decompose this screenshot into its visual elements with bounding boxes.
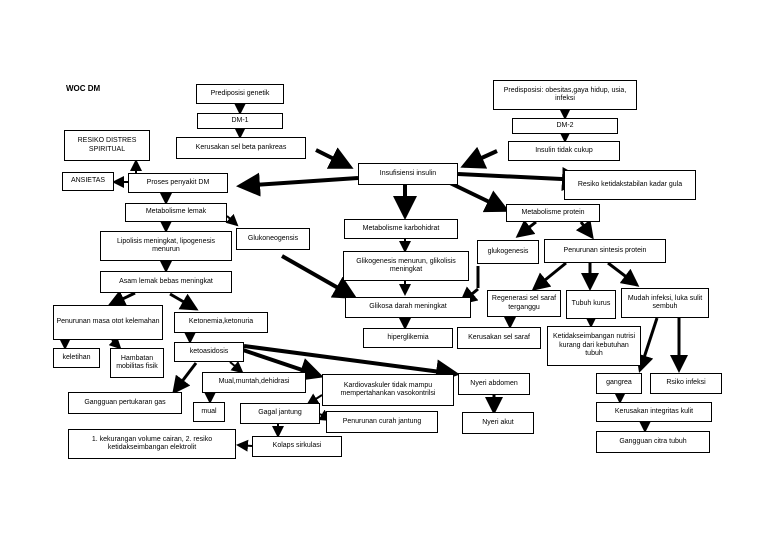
arrow bbox=[531, 261, 567, 291]
node-kerusakan-sel-beta: Kerusakan sel beta pankreas bbox=[176, 137, 306, 159]
node-risiko-infeksi: Rsiko infeksi bbox=[650, 373, 722, 394]
node-nyeri-akut: Nyeri akut bbox=[462, 412, 534, 434]
arrow bbox=[107, 290, 136, 307]
node-ansietas: ANSIETAS bbox=[62, 172, 114, 191]
arrow bbox=[229, 360, 244, 374]
node-glukoneogenesis: Glukoneogensis bbox=[236, 228, 310, 250]
node-asam-lemak: Asam lemak bebas meningkat bbox=[100, 271, 232, 293]
node-gangrea: gangrea bbox=[596, 373, 642, 394]
node-metabolisme-protein: Metabolisme protein bbox=[506, 204, 600, 222]
node-gagal-jantung: Gagal jantung bbox=[240, 403, 320, 424]
node-hiperglikemia: hiperglikemia bbox=[363, 328, 453, 348]
node-ketoasidosis: ketoasidosis bbox=[174, 342, 244, 362]
arrow bbox=[169, 292, 199, 311]
node-predisposisi-obesitas: Predisposisi: obesitas,gaya hidup, usia,… bbox=[493, 80, 637, 110]
node-dm2: DM-2 bbox=[512, 118, 618, 134]
node-kolaps-sirkulasi: Kolaps sirkulasi bbox=[252, 436, 342, 457]
node-hambatan-mobilitas: Hambatan mobilitas fisik bbox=[110, 348, 164, 378]
arrow bbox=[460, 146, 498, 169]
node-tubuh-kurus: Tubuh kurus bbox=[566, 290, 616, 319]
arrow bbox=[449, 181, 510, 213]
arrow bbox=[457, 167, 586, 192]
node-lipolisis: Lipolisis meningkat, lipogenesis menurun bbox=[100, 231, 232, 261]
node-kekurangan-volume: 1. kekurangan volume cairan, 2. resiko k… bbox=[68, 429, 236, 459]
node-keletihan: keletihan bbox=[53, 348, 100, 368]
arrow bbox=[306, 393, 323, 406]
node-kerusakan-sel-saraf: Kerusakan sel saraf bbox=[457, 327, 541, 349]
arrow bbox=[108, 336, 122, 350]
arrow bbox=[236, 172, 359, 197]
diagram-title: WOC DM bbox=[66, 84, 101, 93]
node-gangguan-pertukaran-gas: Gangguan pertukaran gas bbox=[68, 392, 182, 414]
arrow bbox=[636, 317, 659, 373]
node-insulin-tidak-cukup: Insulin tidak cukup bbox=[508, 141, 620, 161]
arrow bbox=[515, 219, 537, 238]
node-mual-muntah: Mual,muntah,dehidrasi bbox=[202, 372, 306, 393]
arrow bbox=[607, 261, 640, 287]
node-mual: mual bbox=[193, 402, 225, 422]
node-regenerasi-sel: Regenerasi sel saraf terganggu bbox=[487, 290, 561, 317]
node-penurunan-masa-otot: Penurunan masa otot kelemahan bbox=[53, 305, 163, 340]
node-resiko-ketidakstabilan: Resiko ketidakstabilan kadar gula bbox=[564, 170, 696, 200]
node-glukogenesis: glukogenesis bbox=[477, 240, 539, 264]
arrow bbox=[281, 254, 358, 299]
node-nyeri-abdomen: Nyeri abdomen bbox=[458, 373, 530, 395]
arrow bbox=[243, 344, 460, 384]
node-insufisiensi-insulin: Insufisiensi insulin bbox=[358, 163, 458, 185]
arrow bbox=[575, 219, 594, 240]
node-resiko-distres: RESIKO DISTRES SPIRITUAL bbox=[64, 130, 150, 161]
node-penurunan-curah-jantung: Penurunan curah jantung bbox=[326, 411, 438, 433]
node-glikosa-darah: Glikosa darah meningkat bbox=[345, 297, 471, 318]
node-metabolisme-lemak: Metabolisme lemak bbox=[125, 203, 227, 222]
node-dm1: DM-1 bbox=[197, 113, 283, 129]
node-ketonemia: Ketonemia,ketonuria bbox=[174, 312, 268, 333]
node-glikogenesis-menurun: Glikogenesis menurun, glikolisis meningk… bbox=[343, 251, 469, 281]
node-metabolisme-karbohidrat: Metabolisme karbohidrat bbox=[344, 219, 458, 239]
arrow bbox=[236, 439, 253, 452]
arrow bbox=[242, 348, 324, 381]
node-kardiovaskuler: Kardiovaskuler tidak mampu mempertahanka… bbox=[322, 374, 454, 406]
node-ketidakseimbangan-nutrisi: Ketidakseimbangan nutrisi kurang dari ke… bbox=[547, 326, 641, 366]
node-kerusakan-integritas: Kerusakan integritas kulit bbox=[596, 402, 712, 422]
arrow bbox=[225, 213, 239, 227]
node-proses-penyakit: Proses penyakit DM bbox=[128, 173, 228, 193]
arrow bbox=[315, 147, 354, 169]
node-mudah-infeksi: Mudah infeksi, luka sulit sembuh bbox=[621, 288, 709, 318]
node-penurunan-sintesis: Penurunan sintesis protein bbox=[544, 239, 666, 263]
arrow bbox=[172, 362, 198, 395]
node-predisposisi-genetik: Prediposisi genetik bbox=[196, 84, 284, 104]
node-gangguan-citra: Gangguan citra tubuh bbox=[596, 431, 710, 453]
